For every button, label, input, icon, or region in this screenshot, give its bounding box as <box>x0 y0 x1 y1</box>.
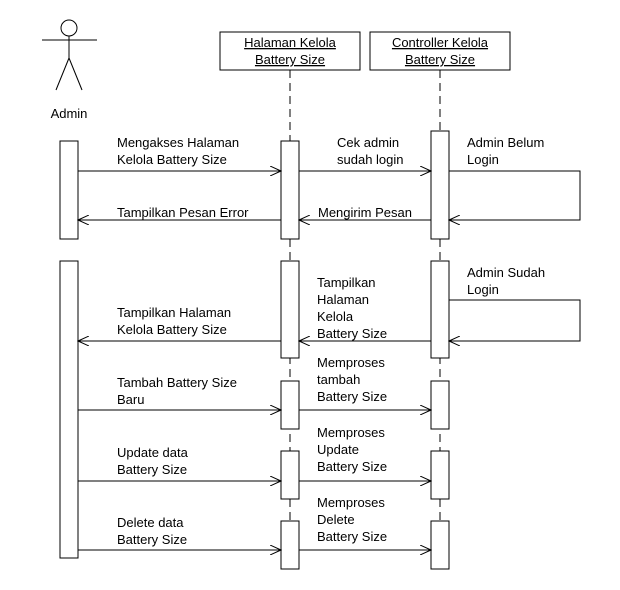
activation-controller-5 <box>430 520 450 570</box>
activation-halaman-3 <box>280 380 300 430</box>
lifeline-title-halaman-line1: Halaman Kelola <box>244 35 337 50</box>
msg-label: Battery Size <box>117 532 187 547</box>
msg-label: sudah login <box>337 152 404 167</box>
lifeline-title-halaman-line2: Battery Size <box>255 52 325 67</box>
msg-label: Kelola <box>317 309 354 324</box>
msg-label: Battery Size <box>317 326 387 341</box>
msg-label: Memproses <box>317 425 385 440</box>
msg-label: Update <box>317 442 359 457</box>
activation-controller-4 <box>430 450 450 500</box>
msg-label: Memproses <box>317 495 385 510</box>
msg-label: Battery Size <box>117 462 187 477</box>
arrow-admin-belum-login <box>449 170 581 220</box>
activation-controller-2 <box>430 260 450 359</box>
activation-halaman-2 <box>280 260 300 359</box>
actor-label: Admin <box>51 106 88 121</box>
activation-halaman-4 <box>280 450 300 500</box>
msg-label: Cek admin <box>337 135 399 150</box>
activation-admin-1 <box>59 140 79 240</box>
msg-label: Admin Sudah <box>467 265 545 280</box>
msg-label: Mengakses Halaman <box>117 135 239 150</box>
msg-label: Battery Size <box>317 529 387 544</box>
msg-label: Delete data <box>117 515 184 530</box>
msg-label: Tampilkan <box>317 275 376 290</box>
msg-label: Baru <box>117 392 144 407</box>
activation-halaman-5 <box>280 520 300 570</box>
msg-label: Memproses <box>317 355 385 370</box>
actor-left-leg <box>55 57 70 91</box>
actor-head <box>60 19 78 37</box>
msg-label: Delete <box>317 512 355 527</box>
msg-label: Battery Size <box>317 389 387 404</box>
msg-label: Tambah Battery Size <box>117 375 237 390</box>
actor-right-leg <box>68 57 83 91</box>
activation-halaman-1 <box>280 140 300 240</box>
msg-label: Kelola Battery Size <box>117 322 227 337</box>
lifeline-box-controller <box>369 31 511 71</box>
msg-label: Halaman <box>317 292 369 307</box>
msg-label: Update data <box>117 445 189 460</box>
msg-label: Mengirim Pesan <box>318 205 412 220</box>
lifeline-title-controller-line2: Battery Size <box>405 52 475 67</box>
msg-label: tambah <box>317 372 360 387</box>
msg-label: Login <box>467 282 499 297</box>
msg-label: Tampilkan Halaman <box>117 305 231 320</box>
msg-label: Battery Size <box>317 459 387 474</box>
msg-label: Tampilkan Pesan Error <box>117 205 249 220</box>
msg-label: Admin Belum <box>467 135 544 150</box>
msg-label: Kelola Battery Size <box>117 152 227 167</box>
arrow-admin-sudah-login <box>449 299 581 341</box>
msg-label: Login <box>467 152 499 167</box>
activation-controller-3 <box>430 380 450 430</box>
lifeline-title-controller-line1: Controller Kelola <box>392 35 489 50</box>
actor-admin <box>42 19 97 91</box>
activation-admin-2 <box>59 260 79 559</box>
lifeline-box-halaman <box>219 31 361 71</box>
activation-controller-1 <box>430 130 450 240</box>
